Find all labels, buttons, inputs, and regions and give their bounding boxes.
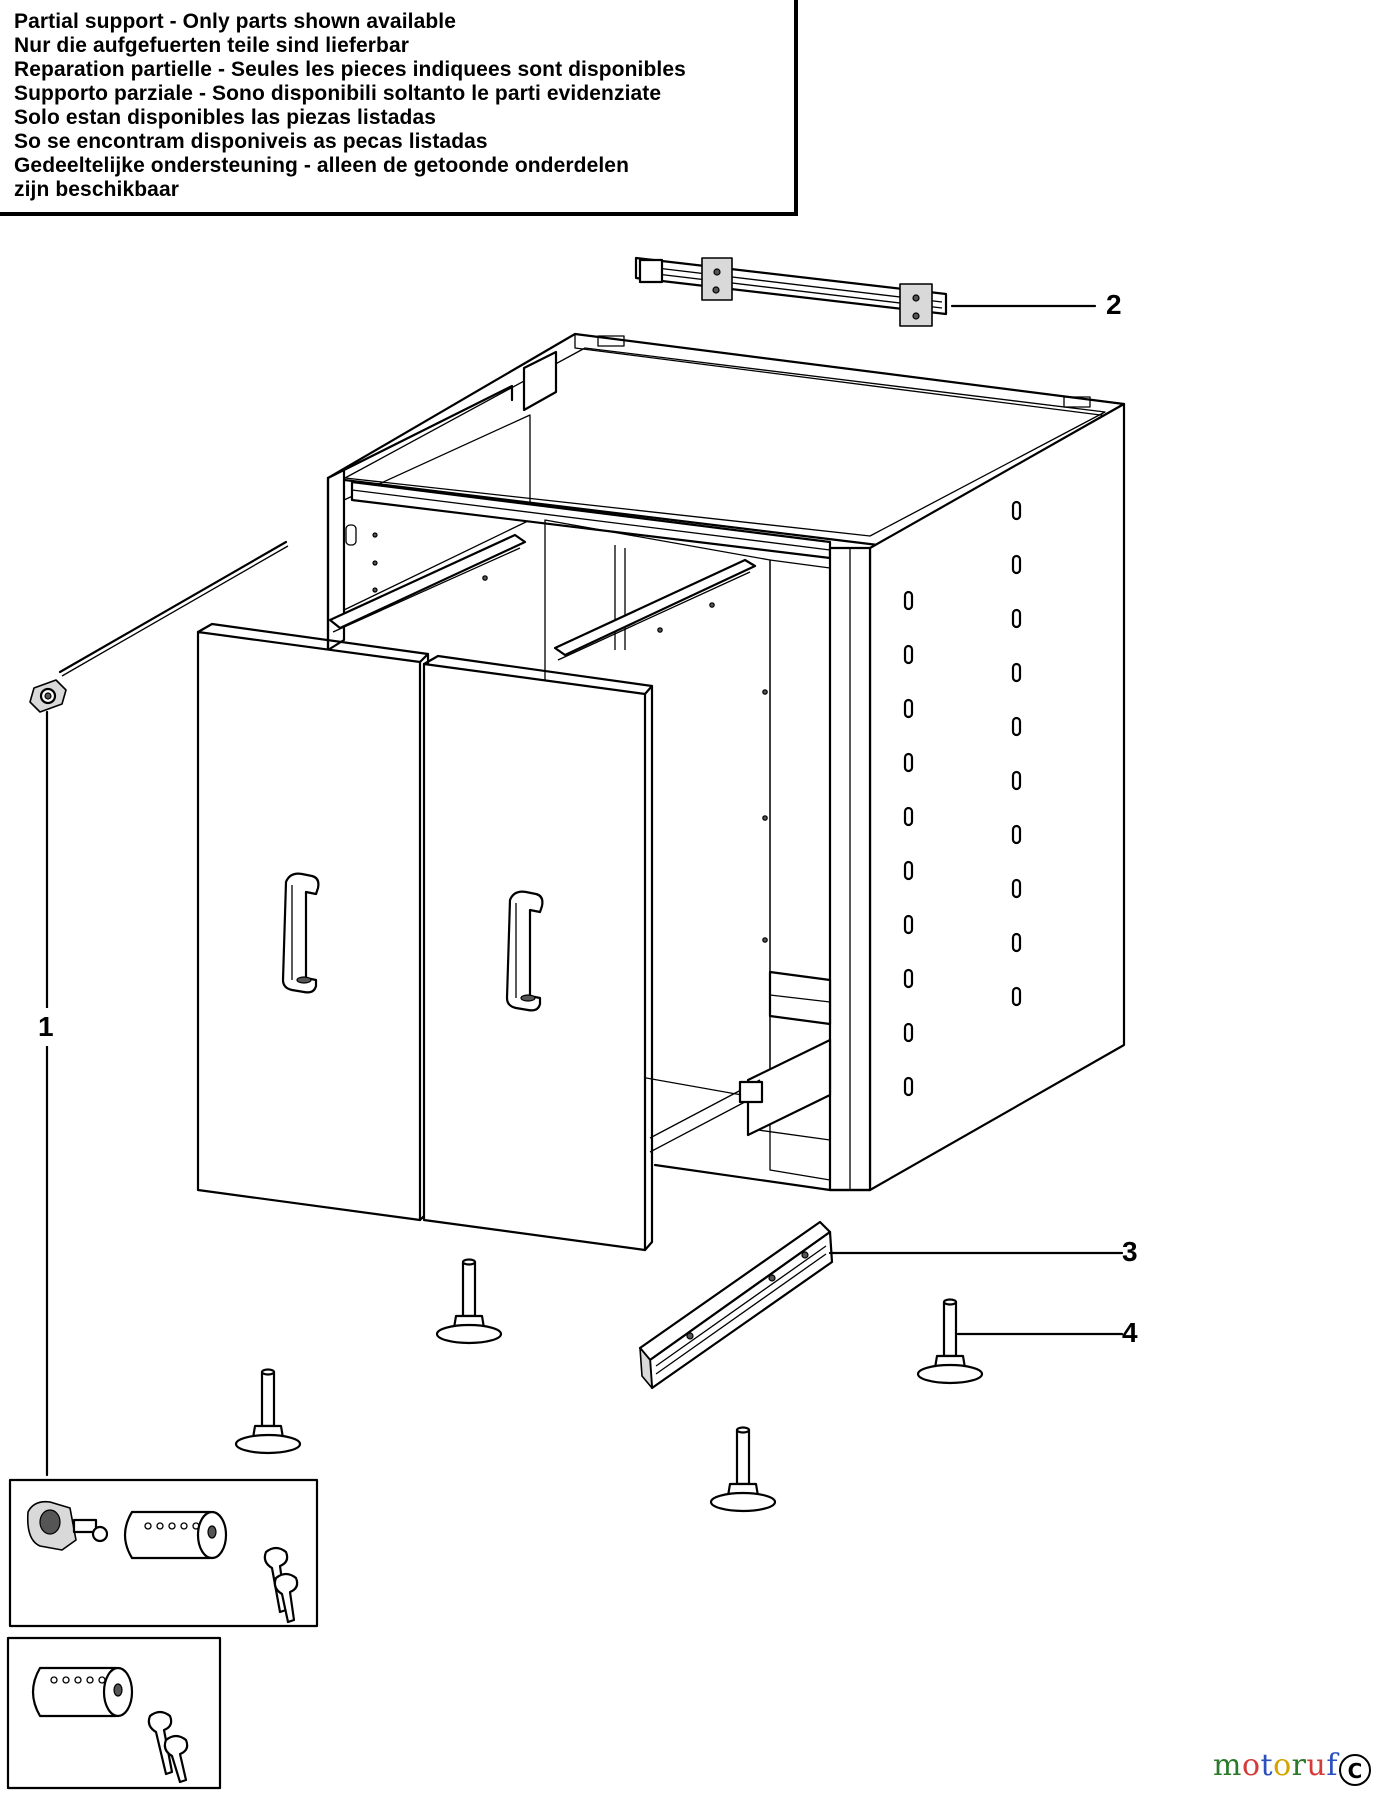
callout-1: 1 (38, 1008, 54, 1046)
notice-line-es: Solo estan disponibles las piezas listad… (14, 106, 437, 129)
hinge-end-left (638, 258, 664, 284)
leveling-foot-d (709, 1426, 777, 1513)
lock-rod (58, 540, 288, 674)
leveling-foot-a (435, 1258, 503, 1345)
inner-slide-right-upper (553, 558, 757, 657)
watermark-letter-6: u (1306, 1748, 1327, 1783)
watermark-letter-7: f (1326, 1748, 1338, 1783)
watermark-letter-5: r (1291, 1748, 1307, 1783)
side-panel-slots (903, 500, 1022, 1097)
drawer-slide-rail (638, 1220, 832, 1362)
part-3-drawer-slide (638, 1220, 1124, 1390)
right-door (422, 654, 654, 1252)
watermark-badge-letter: C (1348, 1759, 1363, 1783)
part-1-lock-with-rod (29, 540, 289, 1477)
notice-line-nl: Gedeeltelijke ondersteuning - alleen de … (14, 154, 630, 177)
watermark-letter-1: m (1213, 1748, 1242, 1783)
watermark-badge-circle (1339, 1754, 1371, 1786)
leveling-foot-c (916, 1298, 984, 1385)
notice-line-en: Partial support - Only parts shown avail… (14, 10, 457, 33)
lock-kit-box-2 (6, 1636, 222, 1790)
leveling-foot-b (234, 1368, 302, 1455)
notice-line-pt: So se encontram disponiveis as pecas lis… (14, 130, 488, 153)
lock-key-3 (147, 1710, 174, 1776)
callout-3: 3 (1122, 1236, 1138, 1267)
watermark-letter-4: o (1273, 1748, 1292, 1783)
notice-line-de: Nur die aufgefuerten teile sind lieferba… (14, 34, 410, 57)
lock-key-4 (163, 1734, 189, 1784)
watermark-letter-2: o (1241, 1748, 1261, 1783)
motoruf-watermark: motoruf (1213, 1748, 1338, 1783)
callout-2: 2 (1106, 289, 1122, 320)
partial-support-notice: Partial support - Only parts shown avail… (0, 0, 798, 216)
left-door-panel (196, 630, 422, 1222)
cabinet-top-inner (344, 347, 1106, 537)
rear-top-block (522, 350, 558, 412)
cabinet-body (326, 332, 1126, 1192)
inner-slide-left-upper (328, 533, 527, 630)
lock-kit-box-1 (8, 1478, 319, 1628)
hinge-block-left (701, 257, 733, 301)
callout-4: 4 (1122, 1317, 1138, 1348)
lock-key-2 (273, 1572, 299, 1624)
part-2-hinge-bar (634, 256, 1097, 327)
part-4-leveling-feet (234, 1258, 1124, 1513)
hinge-block-right (899, 283, 933, 327)
watermark-letter-3: t (1260, 1748, 1274, 1783)
left-door (196, 622, 430, 1222)
notice-line-it: Supporto parziale - Sono disponibili sol… (14, 82, 662, 105)
notice-line-fr: Reparation partielle - Seules les pieces… (14, 58, 686, 81)
right-door-panel (422, 662, 647, 1252)
notice-lines: Partial support - Only parts shown avail… (14, 10, 686, 202)
notice-line-nl-2: zijn beschikbaar (14, 178, 179, 201)
